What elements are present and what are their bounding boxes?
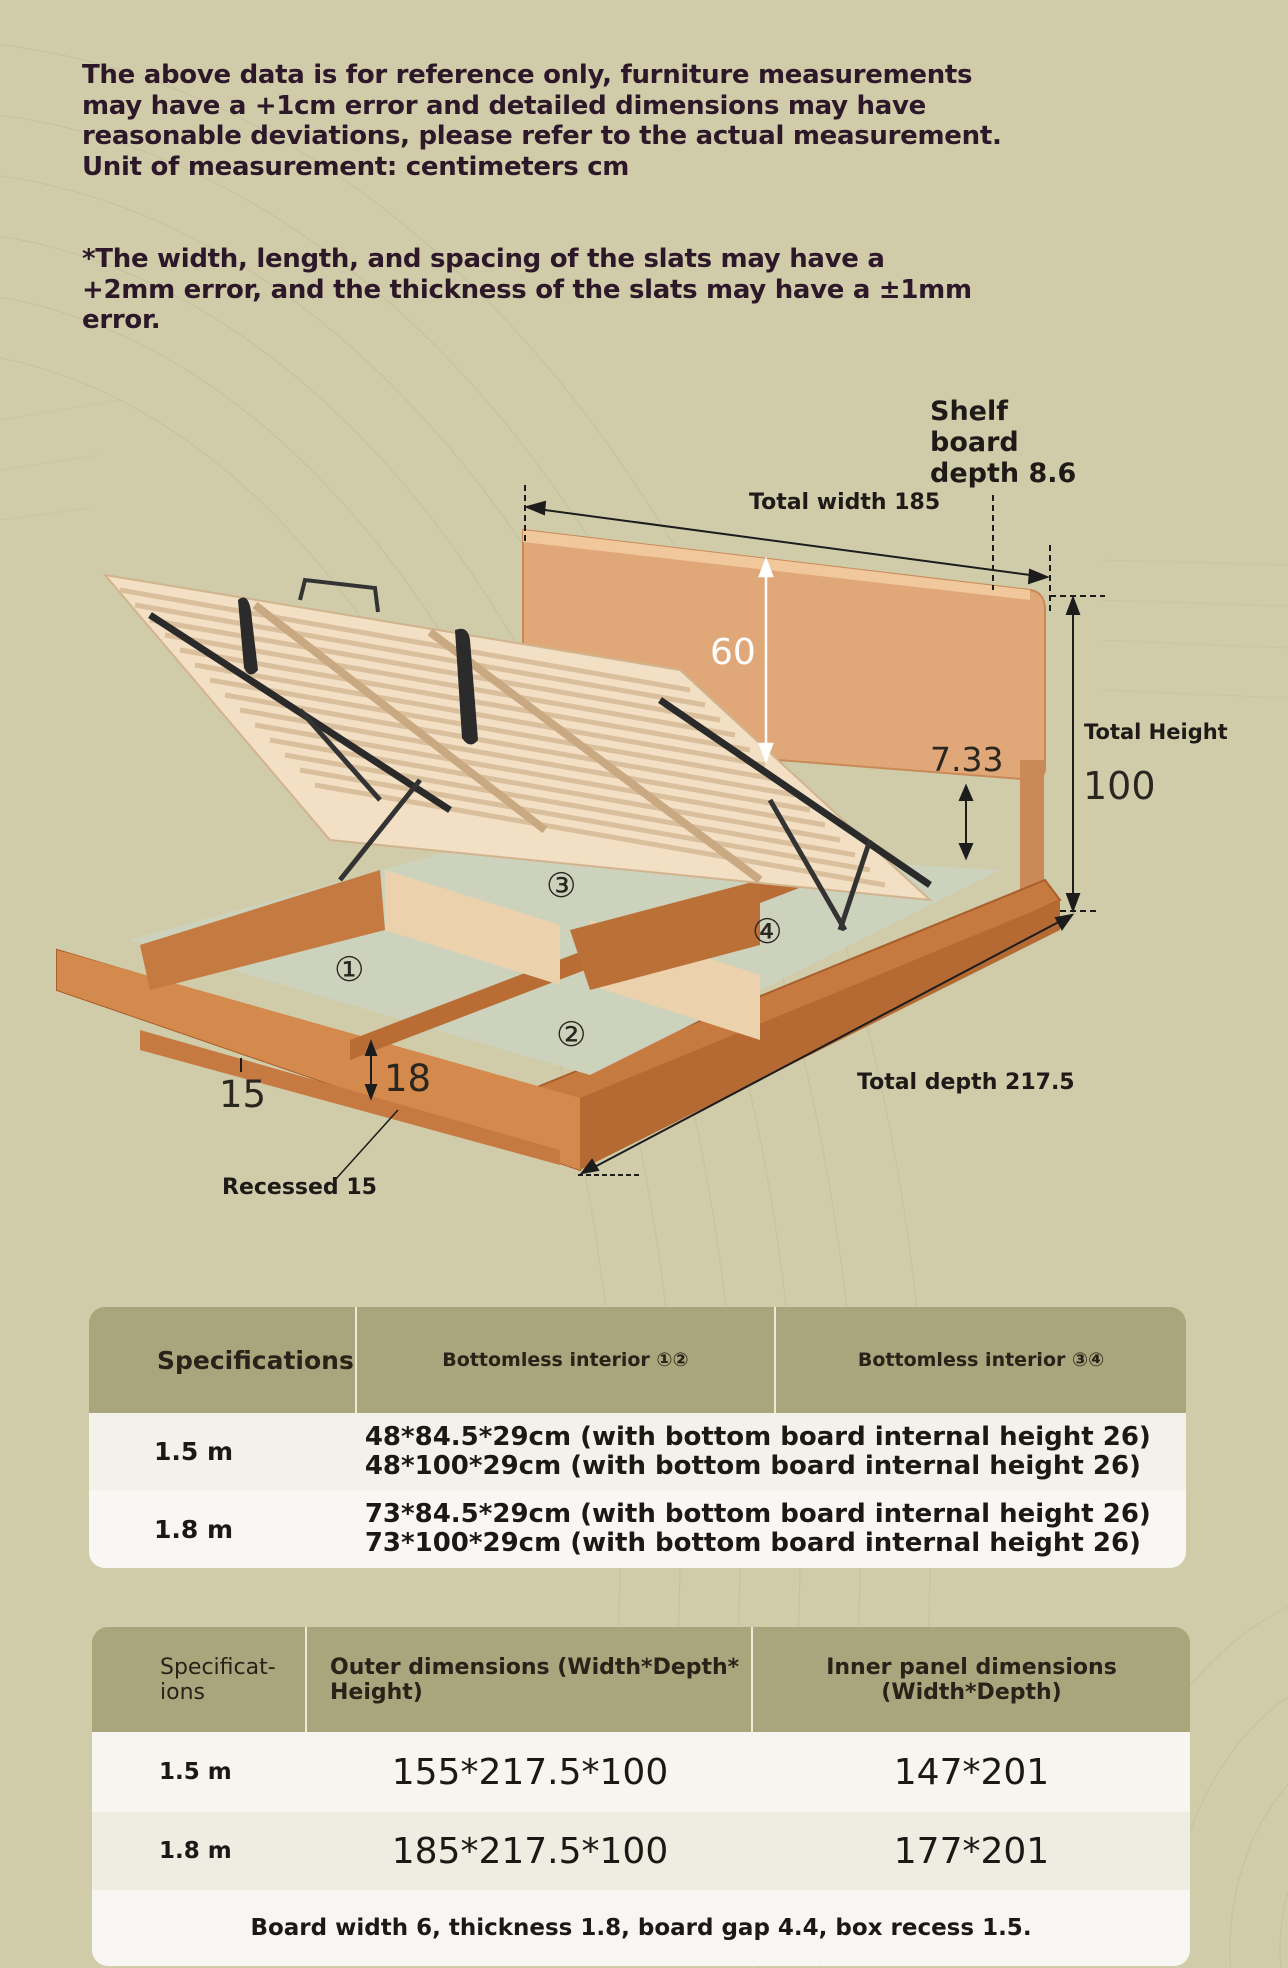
header-interior-3-4: Bottomless interior ③④ [776,1307,1186,1413]
row-value-line1: 73*84.5*29cm (with bottom board internal… [364,1499,1151,1529]
header-specifications: Specifications [89,1307,357,1413]
shelf-label-line2: board [930,427,1019,458]
header-outer-line1: Outer dimensions (Width*Depth* [330,1654,740,1680]
measurement-disclaimer: The above data is for reference only, fu… [82,60,1002,182]
slat-tolerance-note: *The width, length, and spacing of the s… [82,244,972,335]
compartment-4-label: ④ [752,912,783,952]
row-value: 73*84.5*29cm (with bottom board internal… [356,1490,1186,1568]
total-depth-label: Total depth 217.5 [857,1070,1075,1095]
header-interior-1-2: Bottomless interior ①② [356,1307,777,1413]
row-value-line2: 73*100*29cm (with bottom board internal … [364,1528,1141,1558]
row-spec: 1.5 m [89,1413,357,1490]
bed-illustration [56,485,1105,1181]
total-width-label: Total width 185 [749,490,941,515]
headboard-height-label: 60 [710,632,756,673]
row-spec: 1.5 m [92,1732,307,1812]
compartment-2-label: ② [556,1015,587,1055]
row-spec: 1.8 m [92,1812,307,1890]
row-outer: 185*217.5*100 [307,1812,753,1890]
slat-panel [102,573,933,932]
compartment-3-label: ③ [546,866,577,906]
outer-inner-dimensions-table: Specificat- ions Outer dimensions (Width… [92,1627,1190,1966]
table-footer-row: Board width 6, thickness 1.8, board gap … [92,1890,1190,1966]
gap-height-label: 7.33 [930,740,1004,779]
table-row: 1.8 m 73*84.5*29cm (with bottom board in… [89,1490,1186,1568]
total-height-label: Total Height [1084,720,1228,744]
side-recess-label: 15 [219,1073,267,1116]
table-row: 1.5 m 48*84.5*29cm (with bottom board in… [89,1413,1186,1490]
frame-height-label: 18 [384,1057,432,1100]
interior-dimensions-table: Specifications Bottomless interior ①② Bo… [89,1307,1186,1568]
row-outer: 155*217.5*100 [307,1732,753,1812]
board-specs-note: Board width 6, thickness 1.8, board gap … [92,1890,1190,1966]
table-row: 1.8 m 185*217.5*100 177*201 [92,1812,1190,1890]
header-outer-dimensions: Outer dimensions (Width*Depth* Height) [307,1627,753,1732]
header-outer-line2: Height) [330,1679,423,1705]
header-spec-line2: ions [160,1679,205,1705]
compartment-1-label: ① [334,950,365,990]
shelf-label-line1: Shelf [930,396,1008,427]
shelf-label-line3: depth 8.6 [930,458,1077,489]
row-value: 48*84.5*29cm (with bottom board internal… [356,1413,1186,1490]
shelf-depth-label: Shelf board depth 8.6 [930,396,1076,489]
row-inner: 177*201 [753,1812,1190,1890]
header-spec-line1: Specificat- [160,1654,276,1680]
header-specifications: Specificat- ions [92,1627,307,1732]
recessed-label: Recessed 15 [222,1175,377,1200]
header-inner-dimensions: Inner panel dimensions (Width*Depth) [753,1627,1190,1732]
row-spec: 1.8 m [89,1490,357,1568]
total-height-value: 100 [1083,764,1156,808]
table-row: 1.5 m 155*217.5*100 147*201 [92,1732,1190,1812]
row-inner: 147*201 [753,1732,1190,1812]
